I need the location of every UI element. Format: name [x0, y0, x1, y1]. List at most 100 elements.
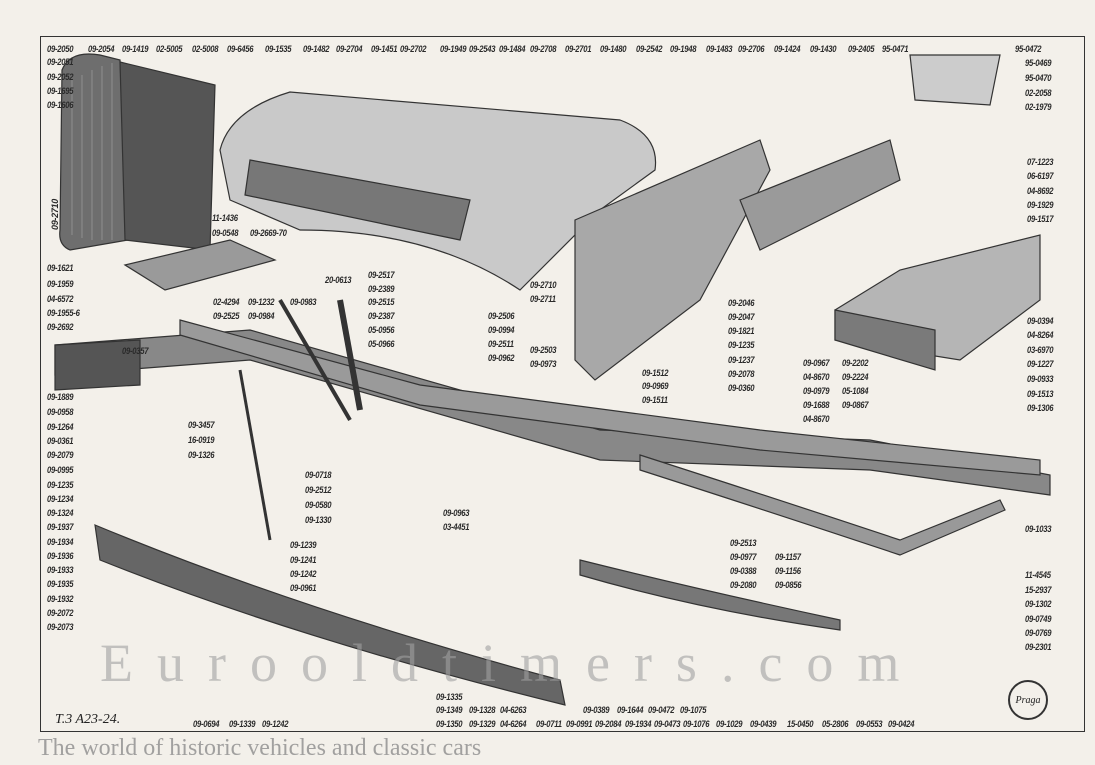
part-number-label: 09-0958 — [47, 407, 74, 417]
part-number-label: 09-1935 — [47, 579, 74, 589]
part-number-label: 16-0919 — [188, 435, 215, 445]
part-number-label: 09-1936 — [47, 551, 74, 561]
part-number-label: 09-2387 — [368, 311, 395, 321]
part-number-label: 09-2702 — [400, 44, 427, 54]
part-number-label: 09-1955-6 — [47, 308, 80, 318]
part-number-label: 07-1223 — [1027, 157, 1054, 167]
part-number-label: 09-2405 — [848, 44, 875, 54]
part-number-label: 09-0389 — [583, 705, 610, 715]
floor-plate — [123, 239, 277, 291]
part-number-label: 09-2052 — [47, 72, 74, 82]
part-number-label: 09-0360 — [728, 383, 755, 393]
part-number-label: 09-1889 — [47, 392, 74, 402]
part-number-label: 09-0856 — [775, 580, 802, 590]
part-number-label: 09-2513 — [730, 538, 757, 548]
part-number-label: 09-2512 — [305, 485, 332, 495]
part-number-label: 09-1959 — [47, 279, 74, 289]
part-number-label: 09-1349 — [436, 705, 463, 715]
part-number-label: 09-1329 — [469, 719, 496, 729]
part-number-label: 09-2224 — [842, 372, 869, 382]
part-number-label: 09-0991 — [566, 719, 593, 729]
part-number-label: 09-1326 — [188, 450, 215, 460]
part-number-label: 05-0956 — [368, 325, 395, 335]
chassis-frame-right-rail — [179, 319, 1041, 476]
part-number-label: 09-0580 — [305, 500, 332, 510]
part-number-label: 02-2058 — [1025, 88, 1052, 98]
part-number-label: 09-0548 — [212, 228, 239, 238]
part-number-label: 04-6264 — [500, 719, 527, 729]
part-number-label: 09-1339 — [229, 719, 256, 729]
part-number-label: 05-0966 — [368, 339, 395, 349]
part-number-label: 09-1232 — [248, 297, 275, 307]
part-number-label: 04-8264 — [1027, 330, 1054, 340]
part-number-label: 11-4545 — [1025, 570, 1051, 580]
part-number-label: 09-1949 — [440, 44, 467, 54]
part-number-label: 09-2050 — [47, 44, 74, 54]
part-number-label: 09-0961 — [290, 583, 317, 593]
part-number-label: 09-0977 — [730, 552, 757, 562]
part-number-label: 09-2701 — [565, 44, 592, 54]
plate-caption: T.3 A23-24. — [55, 712, 121, 727]
part-number-label: 09-0962 — [488, 353, 515, 363]
part-number-label: 09-1302 — [1025, 599, 1052, 609]
part-number-label: 09-1484 — [498, 44, 526, 54]
part-number-label: 09-0994 — [488, 325, 515, 335]
part-number-label: 09-1235 — [47, 480, 74, 490]
part-number-label: 09-2708 — [530, 44, 557, 54]
fuel-tank-side — [834, 309, 936, 371]
part-number-label: 09-0473 — [653, 719, 681, 729]
part-number-label: 95-0469 — [1025, 58, 1052, 68]
part-number-label: 09-1933 — [47, 565, 74, 575]
part-number-label: 09-1821 — [728, 326, 755, 336]
part-number-label: 09-1688 — [803, 400, 830, 410]
part-number-label: 09-1350 — [436, 719, 463, 729]
part-number-label: 09-2202 — [842, 358, 869, 368]
radiator-grille — [59, 53, 129, 251]
rear-leaf-spring — [579, 559, 841, 631]
part-number-label: 09-1937 — [47, 522, 74, 532]
part-number-label: 09-2046 — [728, 298, 755, 308]
part-number-label: 95-0470 — [1025, 73, 1052, 83]
part-number-label: 09-1328 — [469, 705, 496, 715]
part-number-label: 09-1075 — [680, 705, 707, 715]
logo-text: Praga — [1015, 694, 1041, 706]
part-number-label: 09-1934 — [624, 719, 652, 729]
part-number-label: 09-1644 — [617, 705, 644, 715]
part-number-label: 09-1480 — [600, 44, 627, 54]
part-number-label: 09-0553 — [856, 719, 883, 729]
praga-logo: Praga — [1008, 680, 1048, 720]
part-number-label: 09-2078 — [728, 369, 755, 379]
part-number-label: 02-4294 — [213, 297, 240, 307]
part-number-label: 09-1335 — [436, 692, 463, 702]
part-number-label: 03-4451 — [443, 522, 470, 532]
part-number-label: 09-2072 — [47, 608, 74, 618]
part-number-label: 09-2710 — [50, 199, 60, 230]
part-number-label: 95-0472 — [1015, 44, 1042, 54]
part-number-label: 95-0471 — [882, 44, 909, 54]
part-number-label: 09-1606 — [47, 100, 74, 110]
part-number-label: 09-2511 — [488, 339, 514, 349]
part-number-label: 09-1242 — [262, 719, 289, 729]
part-number-label: 09-0769 — [1025, 628, 1052, 638]
part-number-label: 09-2079 — [47, 450, 74, 460]
part-number-label: 09-2706 — [738, 44, 765, 54]
part-number-label: 09-2084 — [595, 719, 622, 729]
part-number-label: 04-8670 — [803, 414, 830, 424]
watermark: Eurooldtimers.com — [100, 633, 924, 693]
part-number-label: 09-1237 — [728, 355, 755, 365]
part-number-label: 09-1076 — [683, 719, 710, 729]
part-number-label: 09-1264 — [47, 422, 74, 432]
part-number-label: 09-2301 — [1025, 642, 1052, 652]
part-number-label: 09-1241 — [290, 555, 317, 565]
part-number-label: 09-0979 — [803, 386, 830, 396]
part-number-label: 09-2503 — [530, 345, 557, 355]
part-number-label: 09-2080 — [730, 580, 757, 590]
part-number-label: 09-1029 — [716, 719, 743, 729]
part-number-label: 09-1482 — [303, 44, 330, 54]
part-number-label: 04-8692 — [1027, 186, 1054, 196]
part-number-label: 09-1929 — [1027, 200, 1054, 210]
part-number-label: 03-6970 — [1027, 345, 1054, 355]
part-number-label: 09-1483 — [706, 44, 733, 54]
part-number-label: 09-1934 — [47, 537, 74, 547]
part-number-label: 02-5008 — [192, 44, 219, 54]
